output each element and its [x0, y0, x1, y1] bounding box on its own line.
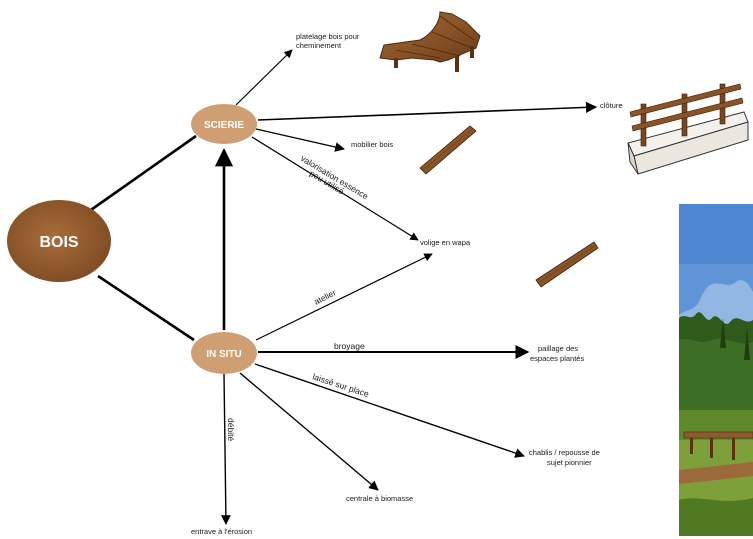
dest-chablis-line1: chablis / repousse de: [529, 448, 600, 457]
dest-paillage-line1: paillage des: [538, 344, 578, 353]
dest-paillage-line2: espaces plantés: [530, 354, 584, 363]
dest-entrave: entrave à l'érosion: [191, 527, 252, 536]
dest-platelage-line1: platelage bois pour: [296, 32, 360, 41]
board-illustration-volige: [535, 241, 599, 288]
board-illustration-mobilier: [419, 125, 477, 175]
fence-illustration: [627, 83, 749, 175]
node-in-situ-label: IN SITU: [206, 349, 242, 360]
node-bois: [7, 200, 111, 282]
boardwalk-illustration: [379, 11, 481, 72]
edge-scierie-cloture: [257, 101, 598, 121]
dest-volige: volige en wapa: [420, 238, 471, 247]
site-photo: [679, 204, 753, 536]
edge-insitu-volige: [255, 253, 433, 341]
edge-bois-insitu: [97, 274, 195, 342]
edge-scierie-platelage: [235, 49, 293, 106]
edge-scierie-volige: [251, 136, 419, 241]
node-bois-label: BOIS: [39, 234, 78, 251]
dest-cloture: clôture: [600, 101, 623, 110]
edge-insitu-centrale: [239, 372, 379, 491]
edge-bois-scierie: [87, 134, 197, 214]
node-in-situ: [191, 332, 257, 374]
edge-label-broyage: broyage: [334, 341, 365, 351]
dest-mobilier: mobilier bois: [351, 140, 393, 149]
edge-label-atelier: atelier: [312, 287, 337, 306]
edge-insitu-chablis: [254, 363, 525, 458]
dest-platelage-line2: cheminement: [296, 41, 342, 50]
edge-label-debite: débité: [226, 418, 236, 441]
edge-scierie-mobilier: [255, 128, 345, 152]
dest-centrale: centrale à biomasse: [346, 494, 413, 503]
node-scierie-label: SCIERIE: [204, 120, 244, 131]
dest-chablis-line2: sujet pionnier: [547, 458, 592, 467]
node-scierie: [191, 104, 257, 144]
edge-insitu-entrave: [220, 373, 231, 525]
edge-label-laisse-sur-place: laissé sur place: [311, 371, 370, 399]
